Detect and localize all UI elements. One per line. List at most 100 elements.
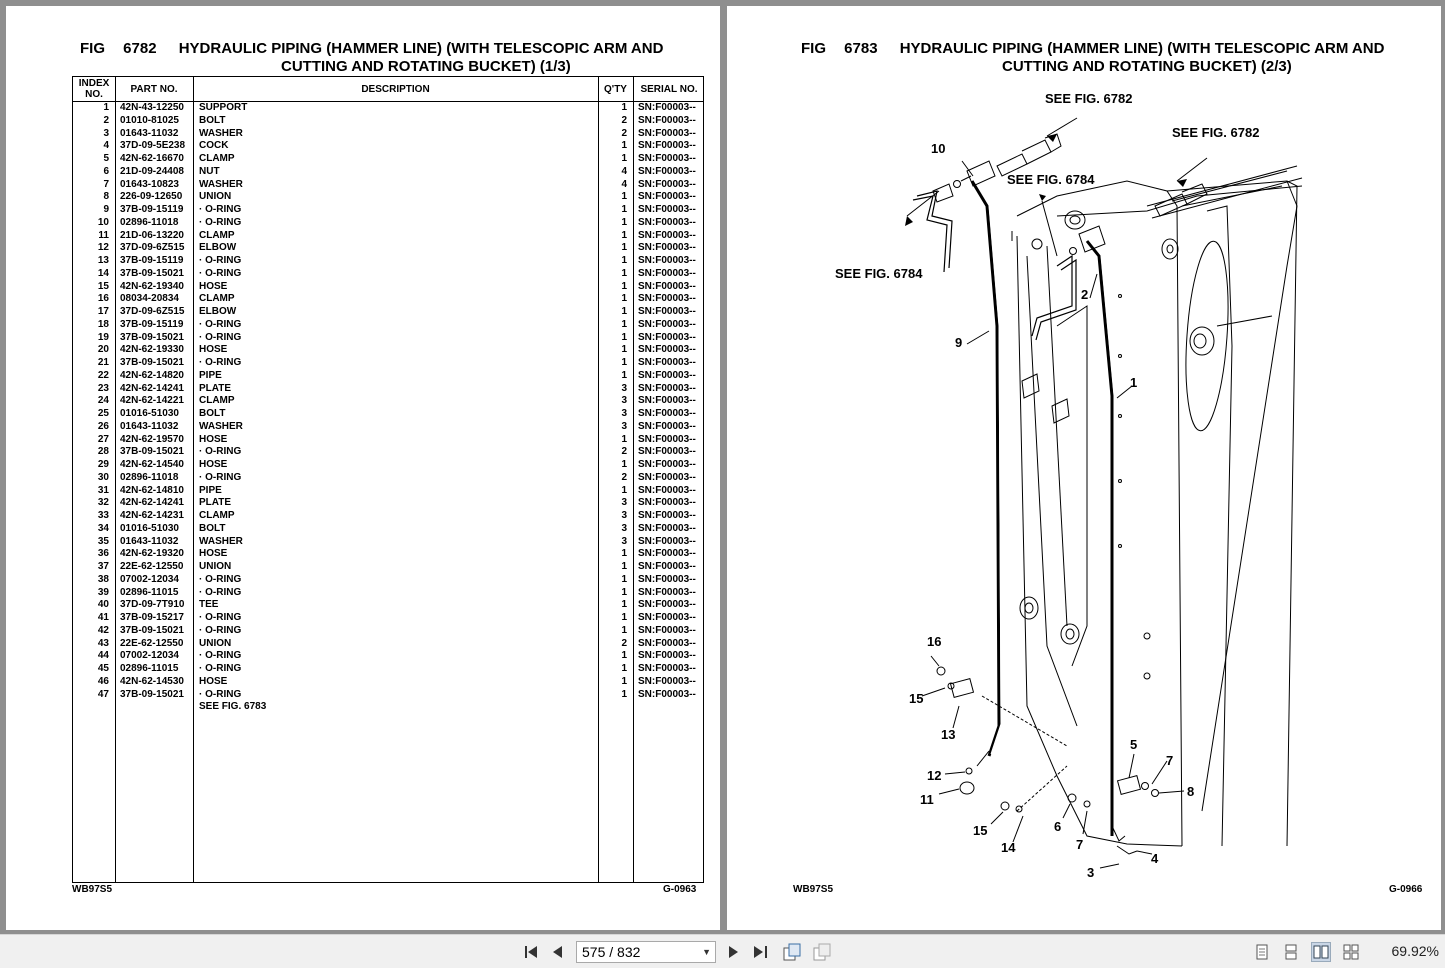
row-part-no: 42N-62-19340 [120,280,184,292]
row-serial: SN:F00003-- [638,510,696,521]
left-footer-code: G-0963 [663,884,697,895]
row-part-no: 01643-11032 [120,420,179,432]
row-description: UNION [199,191,232,203]
continuous-icon[interactable] [1281,942,1301,962]
row-description: UNION [199,561,232,572]
row-serial: SN:F00003-- [638,395,696,407]
left-footer-model: WB97S5 [72,884,113,895]
callout-16: 16 [927,634,941,649]
row-part-no: 42N-62-14540 [120,459,184,470]
right-footer-code: G-0966 [1389,884,1423,895]
row-serial: SN:F00003-- [638,382,696,394]
row-description: WASHER [199,127,243,139]
row-description: PIPE [199,484,222,496]
row-serial: SN:F00003-- [638,408,696,419]
row-index: 18 [97,318,109,330]
callout-2: 2 [1081,287,1088,302]
row-serial: SN:F00003-- [638,306,696,317]
row-index: 22 [97,369,109,381]
callout-15b: 15 [973,823,987,838]
row-part-no: 22E-62-12550 [120,637,184,649]
row-description: · O-RING [199,650,242,662]
row-index: 37 [97,561,109,572]
rotate-back-icon[interactable] [811,943,833,961]
two-page-icon[interactable] [1311,942,1331,962]
row-serial: SN:F00003-- [638,624,696,636]
row-part-no: 01643-10823 [120,178,179,190]
row-part-no: 08034-20834 [120,293,179,305]
row-part-no: 02896-11015 [120,586,179,598]
row-serial: SN:F00003-- [638,420,696,432]
zoom-level[interactable]: 69.92% [1391,943,1439,959]
row-part-no: 37B-09-15021 [120,357,184,368]
row-index: 40 [97,599,109,611]
row-serial: SN:F00003-- [638,255,696,266]
row-serial: SN:F00003-- [638,331,696,343]
row-qty: 1 [621,191,627,203]
row-description: · O-RING [199,688,242,700]
row-serial: SN:F00003-- [638,114,696,126]
header-part-no: PART NO. [130,83,178,95]
row-description: · O-RING [199,586,242,598]
row-description: WASHER [199,535,243,547]
row-part-no: 01016-51030 [120,522,179,534]
row-index: 2 [103,114,109,126]
row-description: BOLT [199,408,226,419]
row-qty: 3 [621,497,627,509]
row-part-no: 37B-09-15021 [120,688,184,700]
row-serial: SN:F00003-- [638,357,696,368]
hydraulic-piping-diagram: SEE FIG. 6782 SEE FIG. 6782 SEE FIG. 678… [835,91,1303,880]
see-fig-6784-label-a: SEE FIG. 6784 [1007,172,1095,187]
prev-page-icon[interactable] [548,943,568,961]
row-description: HOSE [199,675,228,687]
row-qty: 1 [621,318,627,330]
row-description: NUT [199,165,220,177]
document-viewport[interactable]: FIG 6782 HYDRAULIC PIPING (HAMMER LINE) … [0,0,1445,934]
row-description: · O-RING [199,612,242,623]
row-description: CLAMP [199,510,235,521]
right-footer-model: WB97S5 [793,884,834,895]
row-serial: SN:F00003-- [638,561,696,572]
row-part-no: 42N-43-12250 [120,102,184,113]
row-serial: SN:F00003-- [638,102,696,113]
row-serial: SN:F00003-- [638,318,696,330]
row-description: HOSE [199,459,228,470]
last-page-icon[interactable] [750,943,772,961]
callout-3: 3 [1087,865,1094,880]
clamp-5 [1116,775,1142,795]
row-part-no: 22E-62-12550 [120,561,184,572]
row-serial: SN:F00003-- [638,191,696,203]
next-page-icon[interactable] [723,943,743,961]
right-page: FIG 6783 HYDRAULIC PIPING (HAMMER LINE) … [727,6,1441,930]
page-number-select[interactable]: 575 / 832 ▼ [576,941,716,963]
row-serial: SN:F00003-- [638,497,696,509]
row-index: 11 [98,229,109,241]
row-description: BOLT [199,522,226,534]
row-qty: 3 [621,382,627,394]
single-page-icon[interactable] [1252,942,1272,962]
callout-8: 8 [1187,784,1194,799]
row-description: · O-RING [199,471,242,483]
row-part-no: 42N-62-14241 [120,382,184,394]
row-part-no: 42N-62-19330 [120,344,184,356]
two-page-continuous-icon[interactable] [1341,942,1361,962]
right-fig-label: FIG [801,40,826,57]
first-page-icon[interactable] [521,943,541,961]
row-index: 27 [97,433,109,445]
row-part-no: 42N-62-14530 [120,675,184,687]
rotate-icon[interactable] [781,943,803,961]
